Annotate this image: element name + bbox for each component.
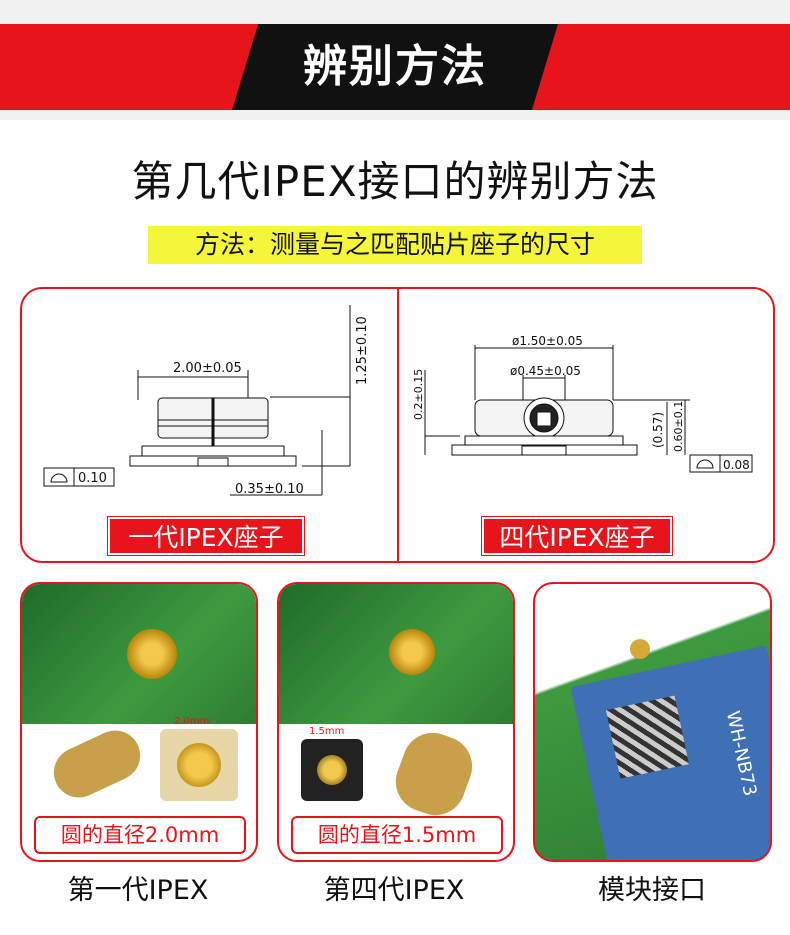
title-plate [232,24,558,110]
module-photo: WH-NB73 [570,645,770,860]
module-text: WH-NB73 [721,709,761,799]
panel-divider [397,287,399,563]
connector-icon [389,629,435,675]
connector-icon [127,629,177,679]
socket-photo [301,739,363,801]
gen1-width-dim: 2.00±0.05 [173,361,242,376]
socket-photo [160,729,238,801]
photo-card-gen4: 1.5mm 圆的直径1.5mm [277,582,515,862]
caption: 圆的直径1.5mm [291,816,503,854]
plug-photo [387,724,481,824]
banner-title: 辨别方法 [303,41,487,92]
gen4-label: 四代IPEX座子 [481,516,673,556]
gen4-height-dim: 0.60±0.1 [672,401,685,452]
card-label: 第四代IPEX [323,875,465,906]
plug-photo [45,722,149,806]
card-label: 模块接口 [598,875,706,906]
measure-label: 2.0mm [174,716,210,727]
photo-card-module: WH-NB73 [533,582,772,862]
gen4-outer-dim: ø1.50±0.05 [512,334,583,348]
connector-icon [630,639,650,659]
gen1-drawing: 2.00±0.05 1.25±0.10 0.35±0.10 0.10 [43,305,370,497]
photo-card-gen1: 2.0mm 圆的直径2.0mm [20,582,258,862]
page-title: 第几代IPEX接口的辨别方法 [131,157,659,206]
subtitle: 方法：测量与之匹配贴片座子的尺寸 [148,226,642,264]
card-label: 第一代IPEX [67,875,209,906]
gen4-flatness: 0.08 [723,458,750,472]
gen4-drawing: ø1.50±0.05 ø0.45±0.05 0.2±0.15 (0.57) 0.… [412,334,753,473]
gen4-ref-dim: (0.57) [651,412,665,448]
gen1-offset-dim: 0.35±0.10 [235,482,304,497]
measure-label: 1.5mm [309,726,345,737]
gen4-inner-dim: ø0.45±0.05 [510,364,581,378]
gen1-height-dim: 1.25±0.10 [355,316,370,385]
gen1-flatness: 0.10 [78,471,107,486]
gen1-label: 一代IPEX座子 [107,516,305,556]
caption: 圆的直径2.0mm [34,816,246,854]
gen4-left-dim: 0.2±0.15 [412,369,425,420]
qr-code-icon [605,695,689,779]
